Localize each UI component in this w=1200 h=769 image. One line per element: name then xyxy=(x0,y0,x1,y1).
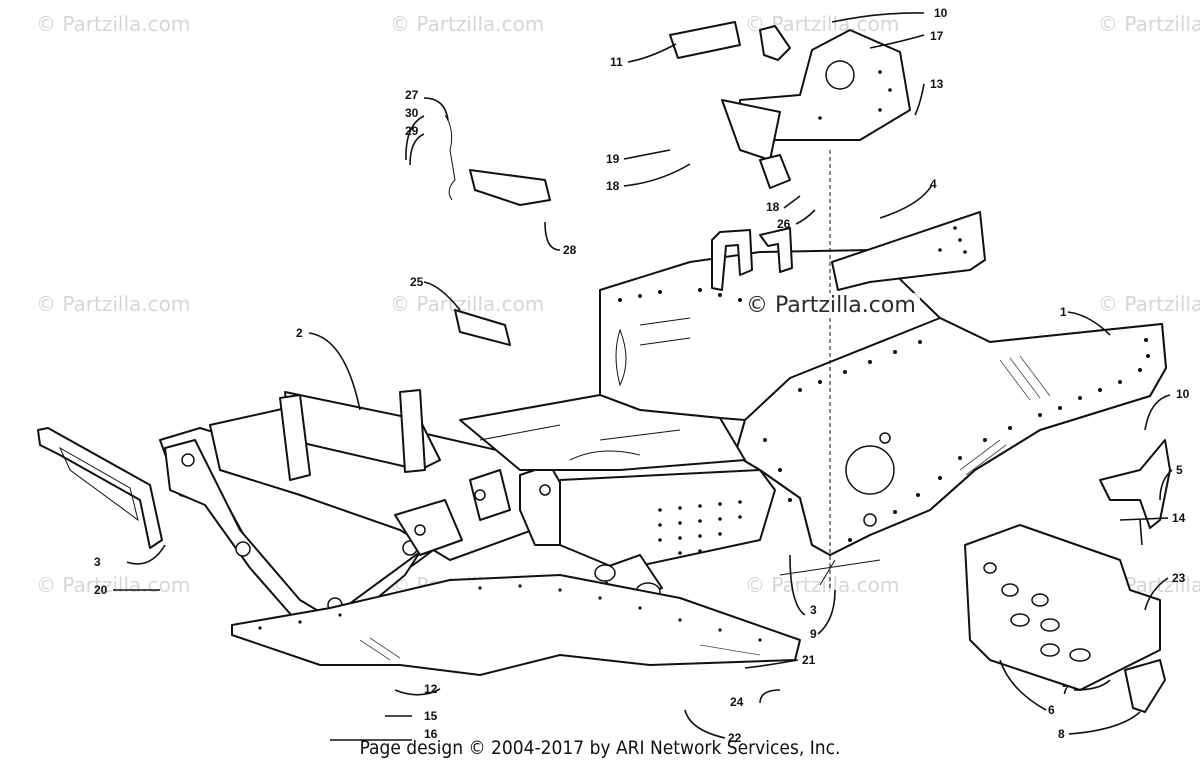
watermark: © Partzilla.com xyxy=(1098,292,1200,316)
callout-6: 6 xyxy=(1048,703,1055,717)
leader-lines xyxy=(113,12,1173,741)
callout-10: 10 xyxy=(934,6,948,20)
callout-5: 5 xyxy=(1176,463,1183,477)
callout-16: 16 xyxy=(424,727,438,741)
callout-22: 22 xyxy=(728,731,742,745)
callout-1: 1 xyxy=(1060,305,1067,319)
tunnel-brackets xyxy=(711,211,986,291)
belly-pan-part xyxy=(599,249,1167,556)
callout-20: 3 xyxy=(94,555,101,569)
bumper-bracket-part xyxy=(37,427,163,549)
callout-25: 25 xyxy=(410,275,424,289)
callout-7: 7 xyxy=(1062,683,1069,697)
callout-8: 8 xyxy=(1058,727,1065,741)
callout-14: 14 xyxy=(1172,511,1186,525)
tunnel-floor xyxy=(459,394,776,571)
front-frame-part xyxy=(159,389,571,634)
callout-26: 26 xyxy=(777,217,791,231)
callout-labels: 10 17 11 13 27 30 29 19 18 18 26 4 28 25… xyxy=(94,6,1190,745)
callout-3b: 3 xyxy=(810,603,817,617)
skid-plate-part xyxy=(231,574,801,676)
callout-12: 12 xyxy=(424,682,438,696)
watermark: © Partzilla.com xyxy=(390,12,545,36)
center-watermark: © Partzilla.com xyxy=(742,293,920,318)
callout-15: 15 xyxy=(424,709,438,723)
callout-21: 21 xyxy=(802,653,816,667)
page-footer: Page design © 2004-2017 by ARI Network S… xyxy=(359,737,841,759)
cable-bracket-part xyxy=(444,114,551,206)
callout-18b: 18 xyxy=(766,200,780,214)
watermark: © Partzilla.com xyxy=(36,12,191,36)
callout-11: 11 xyxy=(610,55,623,69)
callout-17: 17 xyxy=(930,29,944,43)
callout-9: 9 xyxy=(810,627,817,641)
callout-28: 28 xyxy=(563,243,577,257)
watermark: © Partzilla.com xyxy=(36,573,191,597)
callout-13: 13 xyxy=(930,77,944,91)
steering-bracket-part xyxy=(669,21,911,189)
watermark: © Partzilla.com xyxy=(36,292,191,316)
watermark: © Partzilla.com xyxy=(1098,12,1200,36)
callout-18: 18 xyxy=(606,179,620,193)
callout-2: 2 xyxy=(296,326,303,340)
callout-24: 24 xyxy=(730,695,744,709)
callout-4: 4 xyxy=(930,177,937,191)
callout-3: 23 xyxy=(1172,571,1186,585)
callout-19: 19 xyxy=(606,152,620,166)
callout-29: 29 xyxy=(405,124,419,138)
plate-25 xyxy=(454,309,511,346)
callout-30: 30 xyxy=(405,106,419,120)
callout-23: 20 xyxy=(94,583,108,597)
callout-27: 27 xyxy=(405,88,419,102)
watermark: © Partzilla.com xyxy=(745,573,900,597)
footrest-part xyxy=(964,439,1171,713)
watermark: © Partzilla.com xyxy=(390,292,545,316)
callout-10b: 10 xyxy=(1176,387,1190,401)
